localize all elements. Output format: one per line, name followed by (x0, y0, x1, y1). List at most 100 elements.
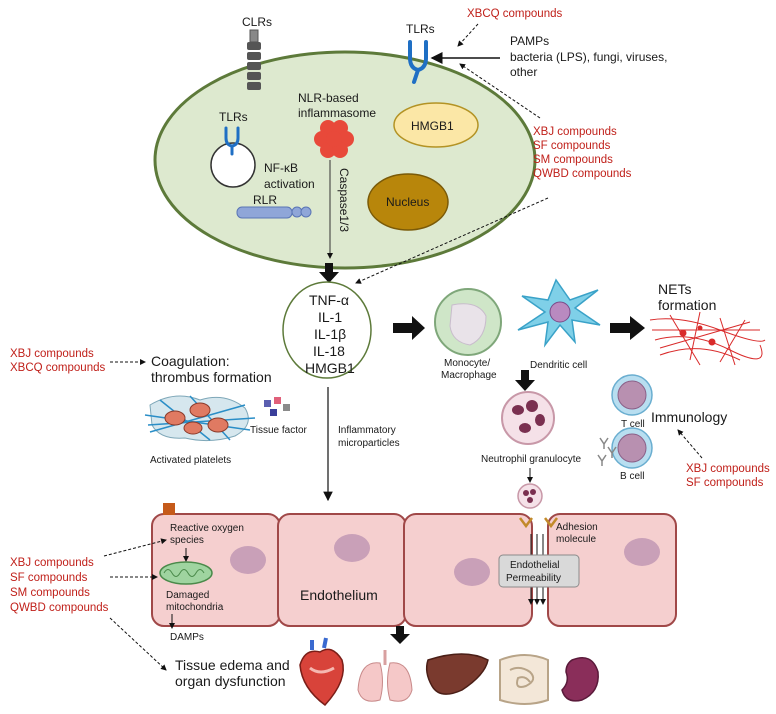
ros-marker (163, 503, 175, 515)
permeability-box (498, 554, 580, 588)
permeability-value-label: Permeability (506, 573, 561, 584)
nets-formation-label: formation (658, 297, 716, 313)
coagulation-title: Coagulation: (151, 353, 230, 369)
endo-compound-1: XBJ compounds (10, 557, 94, 569)
pamps-sources-label: bacteria (LPS), fungi, viruses, (510, 50, 667, 64)
thrombus-icon (144, 395, 256, 442)
endo-compound-2: SF compounds (10, 572, 88, 584)
permeability-label: Endothelial (510, 560, 559, 571)
neutrophil-icon (501, 391, 555, 445)
damps-label: DAMPs (170, 632, 204, 643)
right-compound-arrow-up (459, 63, 541, 119)
outcome-label: Tissue edema and (175, 657, 290, 673)
pamps-other-label: other (510, 65, 537, 79)
endo-compound-4: QWBD compounds (10, 602, 109, 614)
cell-to-cytokines-arrow (319, 263, 339, 283)
microparticles-label-2: microparticles (338, 438, 400, 449)
neutrophil-label: Neutrophil granulocyte (481, 454, 581, 465)
outcome-label-2: organ dysfunction (175, 673, 286, 689)
immuno-compound-group: XBJ compounds SF compounds (686, 463, 770, 489)
endothelium-to-organs-arrow (390, 626, 410, 644)
mitochondria-damaged-label: mitochondria (166, 602, 224, 613)
caspase-label: Caspase1/3 (337, 168, 351, 232)
coag-compound-1: XBJ compounds (10, 348, 94, 360)
adhesion-molecule-label: molecule (556, 534, 596, 545)
endo-compound-3: SM compounds (10, 587, 90, 599)
monocyte-icon (434, 288, 502, 356)
kidney-icon (561, 657, 599, 702)
endothelial-cell-2 (277, 513, 407, 627)
cytokine-3: IL-1β (314, 326, 346, 342)
xbcq-top-arrow (457, 23, 479, 47)
liver-icon (425, 653, 489, 695)
cytokines-to-immune-arrow (393, 316, 425, 340)
right-compound-3: SM compounds (533, 154, 613, 166)
tcell-icon (611, 374, 653, 416)
nfkb-activation-label: activation (264, 177, 315, 191)
immuno-compound-arrow (677, 429, 703, 459)
heart-icon (299, 637, 344, 707)
dendritic-to-neutrophil-arrow (515, 370, 535, 391)
clr-receptor-icon (247, 29, 261, 90)
monocyte-label: Monocyte/ (444, 358, 490, 369)
cytokine-5: HMGB1 (305, 360, 355, 376)
tissue-factor-label: Tissue factor (250, 425, 308, 436)
intestine-icon (499, 654, 549, 705)
inflammasome-label: inflammasome (298, 106, 376, 120)
nfkb-label: NF-κB (264, 161, 298, 175)
coag-compound-2: XBCQ compounds (10, 362, 105, 374)
inflammasome-icon (314, 120, 354, 158)
ros-species-label: species (170, 535, 204, 546)
right-compound-group: XBJ compounds SF compounds SM compounds … (533, 126, 632, 180)
right-compound-1: XBJ compounds (533, 126, 617, 138)
microparticles-label: Inflammatory (338, 425, 396, 436)
coag-compound-group: XBJ compounds XBCQ compounds (10, 348, 105, 374)
nets-label: NETs (658, 281, 691, 297)
tissue-factor-icon (264, 397, 290, 416)
endo-compound-arrow-3 (109, 617, 167, 671)
dendritic-cell-label: Dendritic cell (530, 360, 587, 371)
tlr-inner-receptor-icon (224, 126, 240, 156)
xbcq-top-label: XBCQ compounds (467, 8, 562, 20)
rlr-icon (236, 206, 312, 219)
antibody-icon (597, 437, 617, 466)
bcell-label: B cell (620, 471, 644, 482)
migrating-neutrophil-icon (517, 483, 543, 509)
endothelium-label: Endothelium (300, 587, 378, 603)
ros-label: Reactive oxygen (170, 523, 244, 534)
pamps-label: PAMPs (510, 34, 549, 48)
endo-compound-group: XBJ compounds SF compounds SM compounds … (10, 557, 109, 614)
endo-compound-arrow-1 (103, 538, 167, 557)
right-compound-2: SF compounds (533, 140, 611, 152)
mitochondria-icon (159, 561, 213, 585)
endosome (210, 142, 256, 188)
cytokine-1: TNF-α (309, 292, 349, 308)
cytokine-circle (282, 281, 372, 379)
tlrs-inner-label: TLRs (219, 110, 248, 124)
nets-icon (649, 311, 766, 366)
adhesion-label: Adhesion (556, 522, 598, 533)
tlrs-surface-label: TLRs (406, 22, 435, 36)
adhesion-molecule-icon (519, 517, 558, 529)
nucleus-label: Nucleus (386, 195, 429, 209)
hmgb1-granule (393, 102, 479, 148)
rlr-label: RLR (253, 193, 277, 207)
bcell-icon (611, 427, 653, 469)
endothelium-layer (151, 513, 677, 627)
right-compound-4: QWBD compounds (533, 168, 632, 180)
cytokine-4: IL-18 (313, 343, 345, 359)
nlr-label: NLR-based (298, 91, 359, 105)
macrophage-label: Macrophage (441, 370, 497, 381)
mitochondria-label: Damaged (166, 590, 209, 601)
immuno-compound-1: XBJ compounds (686, 463, 770, 475)
immuno-compound-2: SF compounds (686, 477, 764, 489)
dendritic-cell-icon (517, 278, 601, 348)
clrs-label: CLRs (242, 15, 272, 29)
hmgb1-label: HMGB1 (411, 119, 454, 133)
coagulation-subtitle: thrombus formation (151, 369, 272, 385)
immunology-label: Immunology (651, 409, 727, 425)
tcell-label: T cell (621, 419, 645, 430)
dendritic-to-nets-arrow (610, 316, 645, 340)
nucleus (367, 173, 449, 231)
